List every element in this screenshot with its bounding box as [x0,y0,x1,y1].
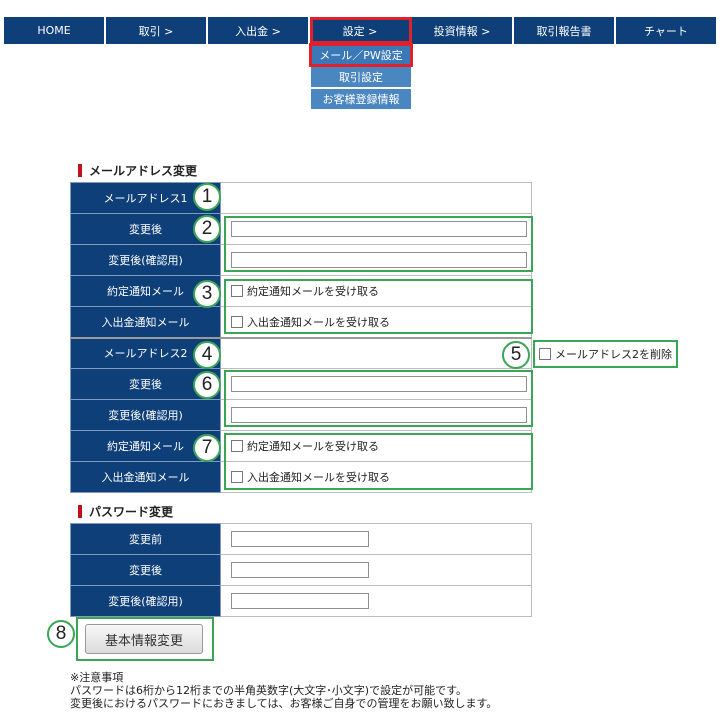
row-change-after-confirm: 変更後(確認用) [70,244,532,276]
cell-password-after [220,554,532,586]
row-address2: メールアドレス2 [70,336,532,369]
label-password-after-confirm: 変更後(確認用) [70,585,221,617]
email-section-title: メールアドレス変更 [78,162,197,179]
row-address1: メールアドレス1 [70,182,532,214]
label-deposit-notice: 入出金通知メール [70,306,221,338]
label-password-after: 変更後 [70,554,221,586]
submenu-customer-info[interactable]: お客様登録情報 [311,89,411,109]
marker-5: 5 [502,341,530,369]
cell-change-after-confirm-2 [220,399,532,431]
checkbox-box[interactable] [231,471,243,483]
email2-confirm-input[interactable] [231,407,527,423]
email2-trade-notice-checkbox[interactable]: 約定通知メールを受け取る [231,438,531,454]
cell-change-after [220,213,532,245]
nav-home[interactable]: HOME [4,17,106,44]
password-section-title-text: パスワード変更 [89,505,174,519]
checkbox-box[interactable] [231,440,243,452]
notes: ※注意事項 パスワードは6桁から12桁までの半角英数字(大文字･小文字)で設定が… [70,671,497,710]
row-password-after: 変更後 [70,554,532,586]
password-before-input[interactable] [231,531,369,547]
cell-trade-notice-2: 約定通知メールを受け取る [220,430,532,462]
marker-6: 6 [193,371,221,399]
email1-deposit-notice-checkbox[interactable]: 入出金通知メールを受け取る [231,314,531,330]
checkbox-label: 約定通知メールを受け取る [247,285,379,298]
nav-settings[interactable]: 設定 > [310,17,412,44]
top-nav: HOME 取引 > 入出金 > 設定 > 投資情報 > 取引報告書 チャート [4,17,716,44]
marker-3: 3 [193,280,221,308]
marker-7: 7 [193,434,221,462]
marker-8: 8 [47,620,75,648]
settings-submenu: メール／PW設定 取引設定 お客様登録情報 [309,43,413,111]
label-deposit-notice-2: 入出金通知メール [70,461,221,493]
email1-new-input[interactable] [231,221,527,237]
label-change-after-2: 変更後 [70,368,221,400]
notes-line-2: 変更後におけるパスワードにおきましては、お客様ご自身での管理をお願い致します。 [70,697,498,710]
checkbox-label: 入出金通知メールを受け取る [247,471,390,484]
cell-password-after-confirm [220,585,532,617]
row-deposit-notice-2: 入出金通知メール 入出金通知メールを受け取る [70,461,532,493]
cell-change-after-2 [220,368,532,400]
update-basic-info-button[interactable]: 基本情報変更 [85,624,203,654]
email1-confirm-input[interactable] [231,252,527,268]
notes-heading: ※注意事項 [70,671,124,684]
row-change-after-2: 変更後 [70,368,532,400]
checkbox-label: メールアドレス2を削除 [555,348,672,361]
checkbox-box[interactable] [231,285,243,297]
nav-chart[interactable]: チャート [616,17,716,44]
nav-trade[interactable]: 取引 > [106,17,208,44]
row-change-after: 変更後 [70,213,532,245]
row-deposit-notice: 入出金通知メール 入出金通知メールを受け取る [70,306,532,338]
nav-investment-info[interactable]: 投資情報 > [412,17,514,44]
section-marker [78,164,82,177]
label-change-after-confirm: 変更後(確認用) [70,244,221,276]
delete-address2-checkbox-inner[interactable]: メールアドレス2を削除 [539,346,672,362]
notes-line-1: パスワードは6桁から12桁までの半角英数字(大文字･小文字)で設定が可能です。 [70,684,467,697]
nav-deposit[interactable]: 入出金 > [208,17,310,44]
cell-change-after-confirm [220,244,532,276]
checkbox-label: 約定通知メールを受け取る [247,440,379,453]
value-address2 [220,336,532,369]
password-after-input[interactable] [231,562,369,578]
row-trade-notice: 約定通知メール 約定通知メールを受け取る [70,275,532,307]
row-trade-notice-2: 約定通知メール 約定通知メールを受け取る [70,430,532,462]
row-change-after-confirm-2: 変更後(確認用) [70,399,532,431]
password-form-table: 変更前 変更後 変更後(確認用) [70,523,532,617]
cell-deposit-notice-2: 入出金通知メールを受け取る [220,461,532,493]
value-address1 [220,182,532,214]
marker-4: 4 [193,341,221,369]
checkbox-box[interactable] [231,315,243,328]
section-marker [78,505,82,518]
row-password-after-confirm: 変更後(確認用) [70,585,532,617]
nav-trade-report[interactable]: 取引報告書 [514,17,616,44]
marker-1: 1 [193,183,221,211]
email1-trade-notice-checkbox[interactable]: 約定通知メールを受け取る [231,283,531,299]
password-after-confirm-input[interactable] [231,593,369,609]
password-section-title: パスワード変更 [78,503,173,520]
label-password-before: 変更前 [70,523,221,555]
checkbox-box[interactable] [539,348,551,360]
email-section-title-text: メールアドレス変更 [89,164,198,178]
marker-2: 2 [193,215,221,243]
email-form-table: メールアドレス1 変更後 変更後(確認用) 約定通知メール 約定通知メールを受け… [70,182,532,493]
checkbox-label: 入出金通知メールを受け取る [247,315,390,329]
label-change-after-confirm-2: 変更後(確認用) [70,399,221,431]
cell-password-before [220,523,532,555]
cell-trade-notice: 約定通知メールを受け取る [220,275,532,307]
cell-deposit-notice: 入出金通知メールを受け取る [220,306,532,338]
submenu-trade-settings[interactable]: 取引設定 [311,67,411,87]
submenu-mail-pw[interactable]: メール／PW設定 [309,43,413,67]
email2-deposit-notice-checkbox[interactable]: 入出金通知メールを受け取る [231,469,531,485]
row-password-before: 変更前 [70,523,532,555]
email2-new-input[interactable] [231,376,527,392]
delete-address2-checkbox[interactable]: メールアドレス2を削除 [533,340,678,368]
annotation-frame-8 [76,617,214,661]
